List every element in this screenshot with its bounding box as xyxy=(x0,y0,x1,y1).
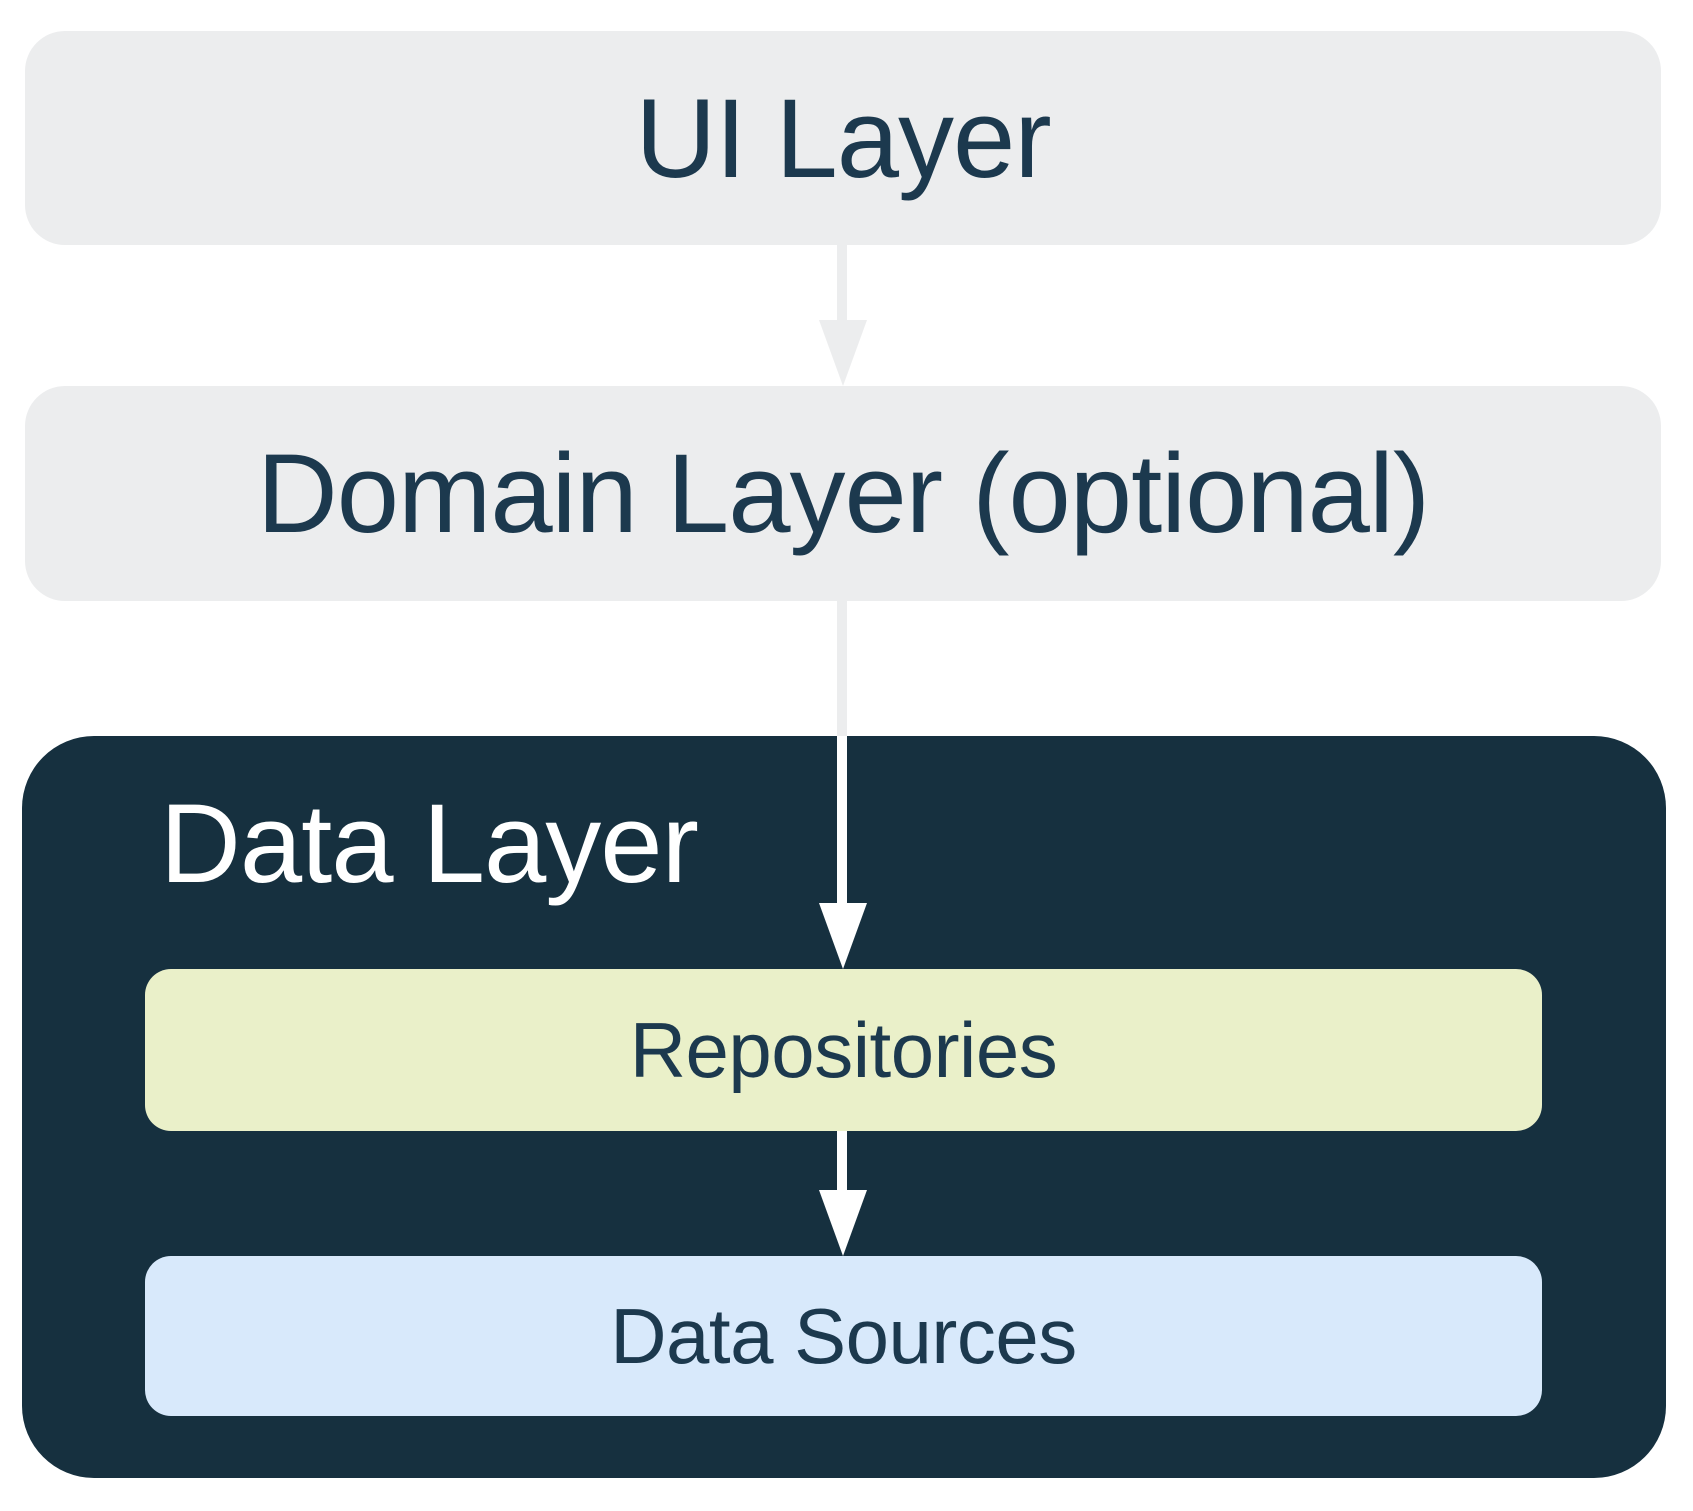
ui-layer-label: UI Layer xyxy=(635,75,1051,201)
arrow-shaft xyxy=(837,736,847,904)
domain-layer-box: Domain Layer (optional) xyxy=(25,386,1661,601)
arrow-shaft xyxy=(837,1131,847,1191)
repositories-label: Repositories xyxy=(629,1005,1058,1094)
ui-layer-box: UI Layer xyxy=(25,31,1661,245)
arrow-head-icon xyxy=(819,1190,867,1256)
arrow-head-icon xyxy=(819,320,867,386)
repositories-box: Repositories xyxy=(145,969,1542,1131)
arrow-shaft xyxy=(837,601,847,737)
domain-layer-label: Domain Layer (optional) xyxy=(256,431,1430,556)
data-sources-box: Data Sources xyxy=(145,1256,1542,1416)
arrow-shaft xyxy=(837,245,847,321)
arrow-head-icon xyxy=(819,903,867,969)
data-sources-label: Data Sources xyxy=(610,1291,1077,1380)
data-layer-label: Data Layer xyxy=(160,781,699,906)
